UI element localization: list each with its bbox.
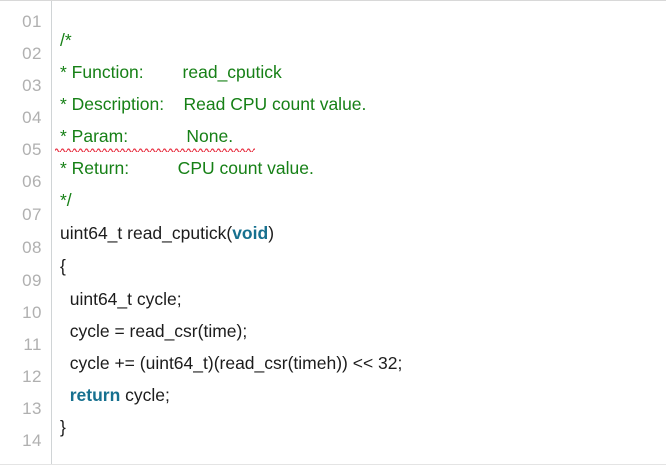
code-line-05[interactable]: * Return: CPU count value. (60, 158, 314, 178)
line-number: 12 (22, 367, 42, 386)
code-line-11[interactable]: cycle += (uint64_t)(read_csr(timeh)) << … (60, 353, 403, 373)
code-line-08[interactable]: { (60, 256, 66, 276)
code-line-06[interactable]: */ (60, 190, 72, 210)
line-number-gutter: 01 02 03 04 05 06 07 08 09 10 11 12 13 1… (0, 1, 52, 464)
code-line-04[interactable]: * Param: None. (60, 126, 234, 146)
line-number: 13 (22, 399, 42, 418)
code-line-12-suffix: cycle; (120, 385, 170, 405)
code-text-area[interactable]: /* * Function: read_cputick * Descriptio… (53, 1, 666, 464)
spellcheck-squiggle-underline (55, 147, 255, 152)
code-line-09[interactable]: uint64_t cycle; (60, 289, 182, 309)
line-number: 11 (23, 335, 42, 354)
code-line-01[interactable]: /* (60, 30, 72, 50)
code-line-12-indent (60, 385, 70, 405)
line-number: 10 (22, 303, 42, 322)
code-line-13[interactable]: } (60, 417, 66, 437)
line-number: 04 (22, 108, 42, 127)
keyword-void: void (232, 223, 269, 243)
line-number: 01 (22, 12, 42, 31)
line-number: 03 (22, 76, 42, 95)
code-line-07-suffix: ) (268, 223, 275, 243)
line-number: 09 (22, 271, 42, 290)
code-line-12[interactable]: return cycle; (60, 384, 170, 406)
code-line-02[interactable]: * Function: read_cputick (60, 62, 282, 82)
line-number: 02 (22, 44, 42, 63)
code-line-07-prefix: uint64_t read_cputick( (60, 223, 233, 243)
line-number: 06 (22, 172, 42, 191)
line-number: 05 (22, 140, 42, 159)
line-number: 08 (22, 238, 42, 257)
line-number: 14 (22, 431, 42, 450)
code-line-07[interactable]: uint64_t read_cputick(void) (60, 222, 274, 244)
code-line-10[interactable]: cycle = read_csr(time); (60, 321, 248, 341)
keyword-return: return (69, 385, 121, 405)
line-number: 07 (22, 205, 42, 224)
code-line-03[interactable]: * Description: Read CPU count value. (60, 94, 367, 114)
